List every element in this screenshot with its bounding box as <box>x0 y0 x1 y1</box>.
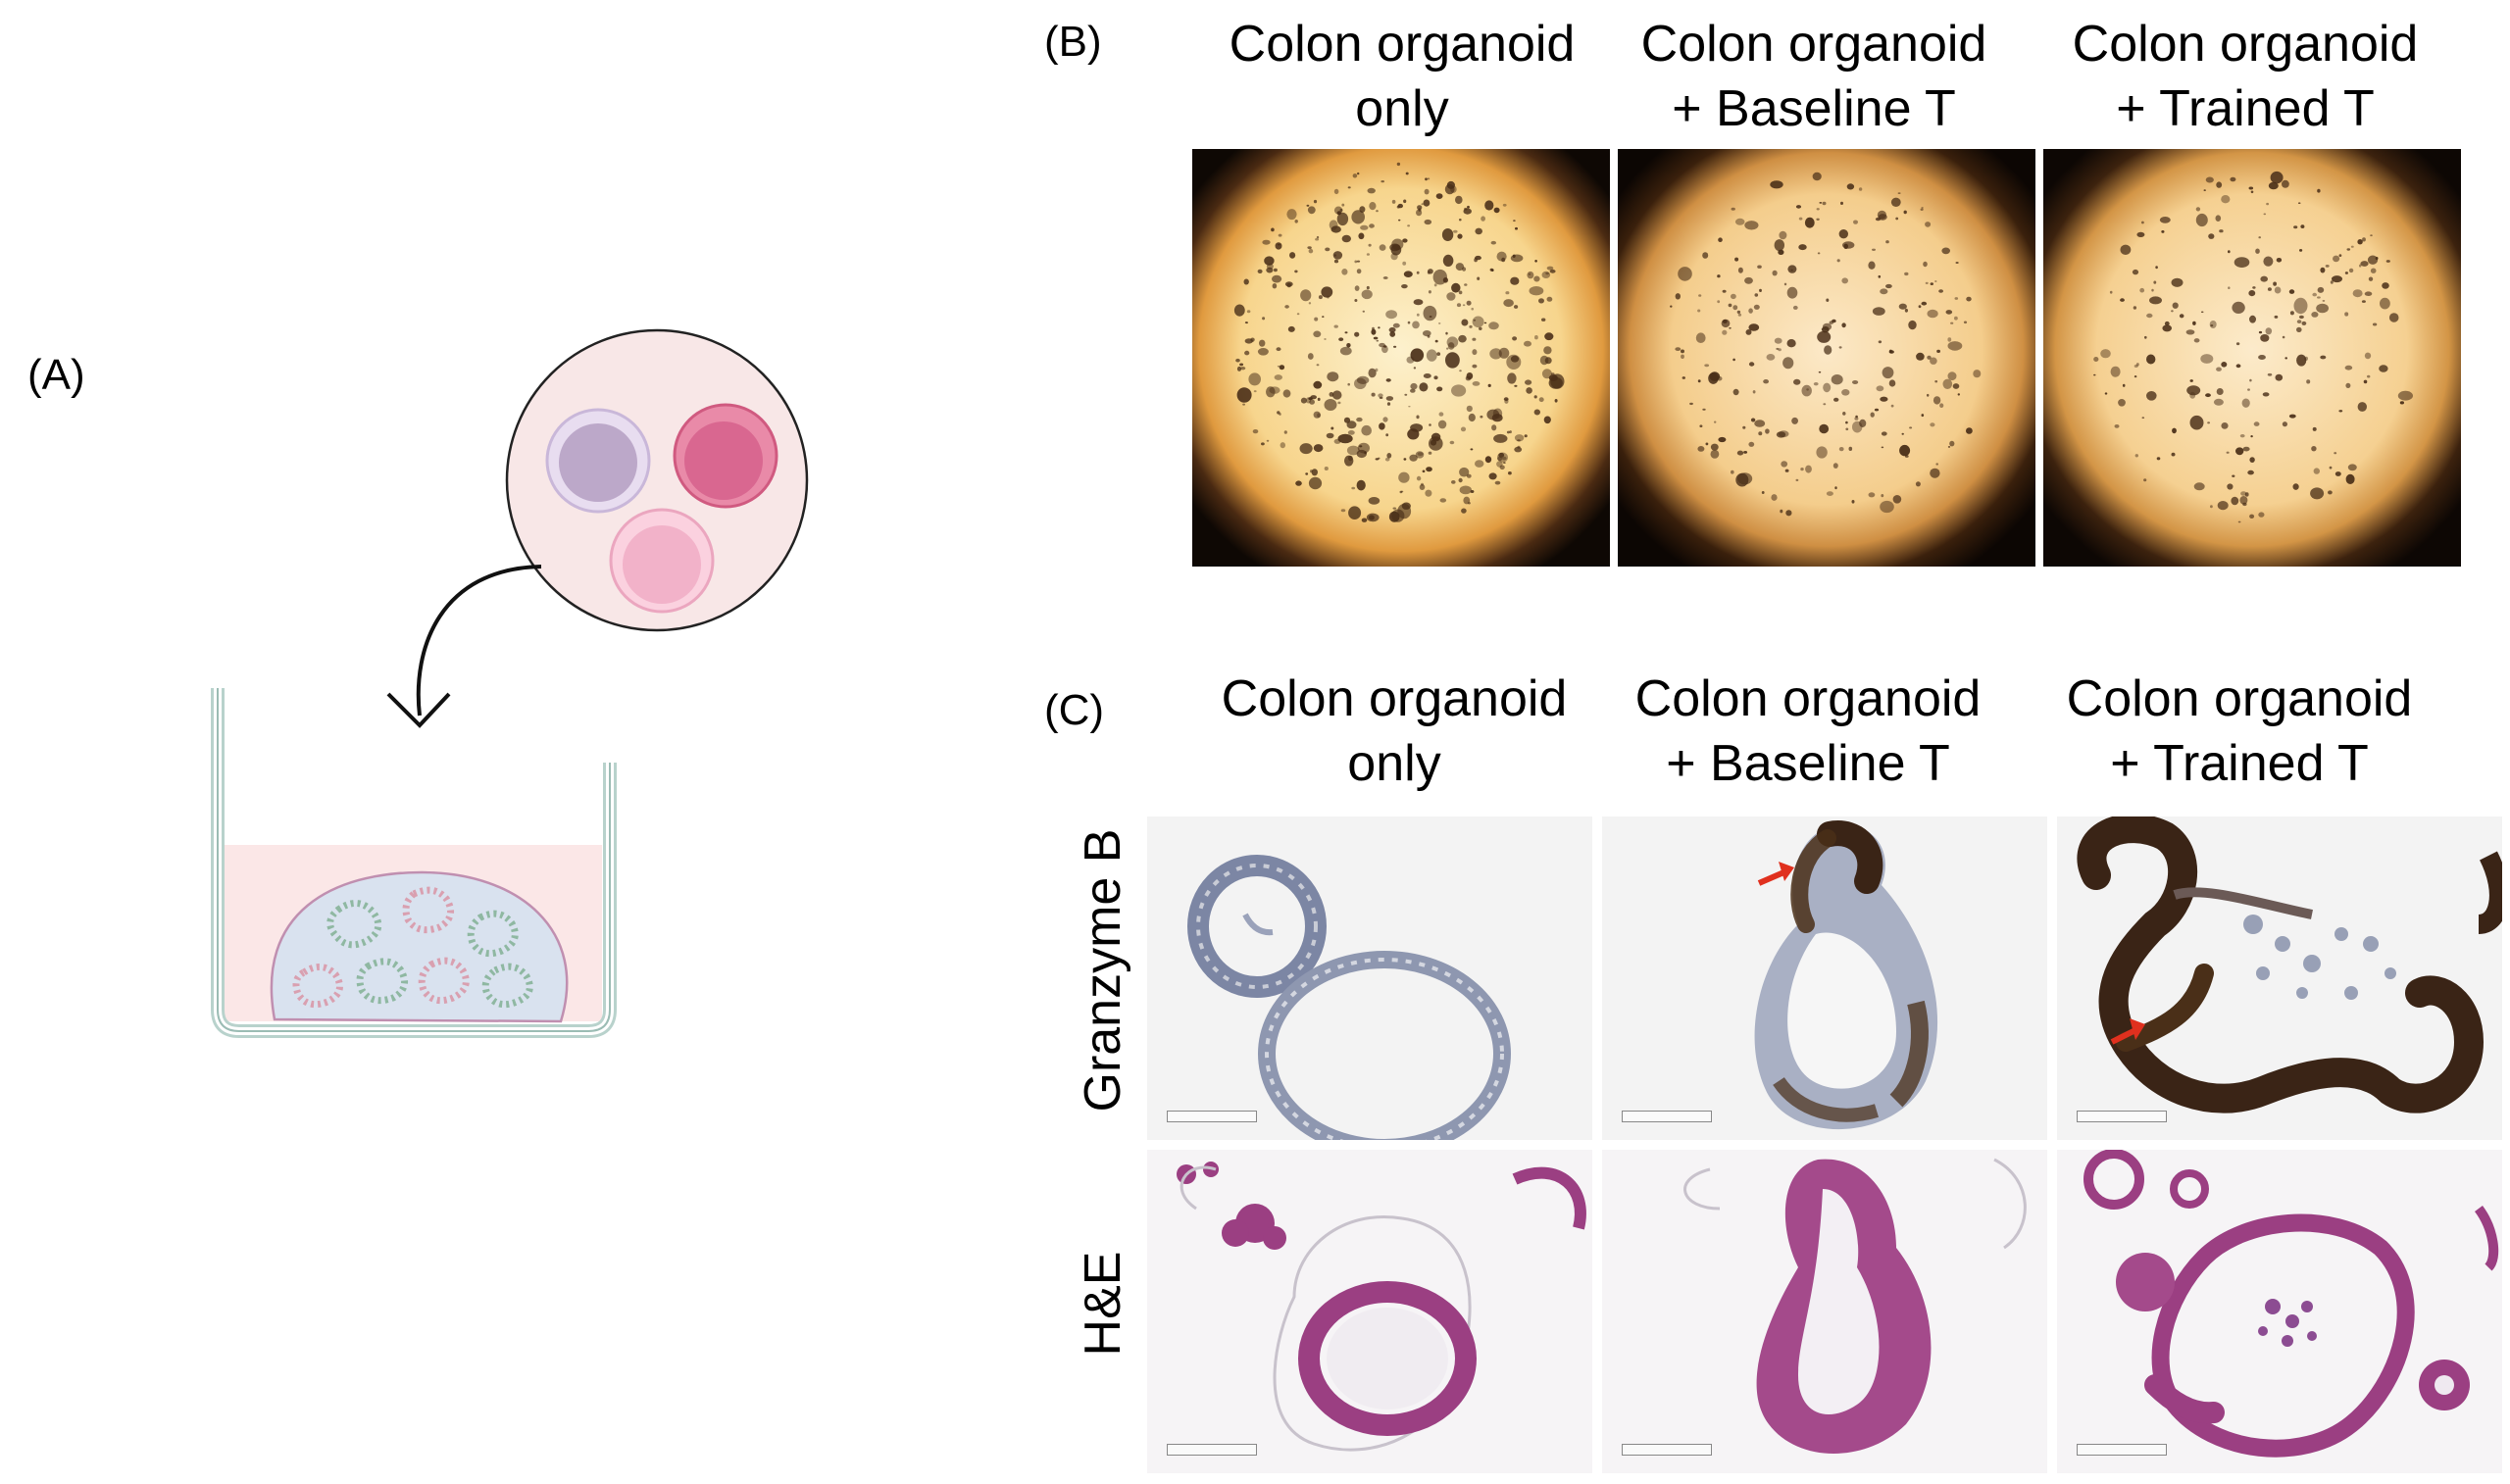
row-label-he: H&E <box>1075 1251 1131 1357</box>
panel-a-schematic <box>211 328 809 1038</box>
row-label-granzyme-b: Granzyme B <box>1075 828 1131 1113</box>
column-title-line1: Colon organoid <box>2066 670 2413 727</box>
organoid-speckles <box>2093 171 2413 523</box>
immune-cell-group <box>505 328 809 632</box>
panel-c-column-title-2: Colon organoid + Baseline T <box>1602 667 2014 796</box>
panel-a-label: (A) <box>27 351 85 399</box>
organoid-speckles <box>1670 172 1982 517</box>
panel-c-column-title-3: Colon organoid + Trained T <box>2033 667 2445 796</box>
scale-bar <box>1622 1444 1712 1456</box>
scale-bar <box>2077 1444 2167 1456</box>
ihc-granzyme-b-baseline-t <box>1602 816 2047 1140</box>
panel-c-label: (C) <box>1044 686 1105 734</box>
column-title-line2: + Trained T <box>2116 80 2375 137</box>
matrigel-dome <box>270 870 569 1023</box>
column-title-line2: only <box>1347 735 1441 792</box>
column-title-line2: only <box>1355 80 1449 137</box>
column-title-line2: + Baseline T <box>1672 80 1956 137</box>
he-stain-organoid-only <box>1147 1150 1592 1473</box>
column-title-line1: Colon organoid <box>1229 16 1576 73</box>
column-title-line1: Colon organoid <box>1634 670 1982 727</box>
column-title-line1: Colon organoid <box>1640 16 1987 73</box>
scale-bar <box>1622 1111 1712 1122</box>
panel-b-column-title-2: Colon organoid + Baseline T <box>1608 12 2020 141</box>
scale-bar <box>1167 1111 1257 1122</box>
ihc-granzyme-b-organoid-only <box>1147 816 1592 1140</box>
panel-c-column-title-1: Colon organoid only <box>1188 667 1600 796</box>
column-title-line1: Colon organoid <box>1221 670 1568 727</box>
panel-b-column-title-3: Colon organoid + Trained T <box>2039 12 2451 141</box>
brightfield-image-baseline-t <box>1618 149 2035 567</box>
panel-b-column-title-1: Colon organoid only <box>1196 12 1608 141</box>
panel-b-label: (B) <box>1044 18 1102 66</box>
column-title-line2: + Baseline T <box>1666 735 1950 792</box>
brightfield-image-organoid-only <box>1192 149 1610 567</box>
organoid-speckles <box>1233 162 1565 522</box>
ihc-granzyme-b-trained-t <box>2057 816 2502 1140</box>
column-title-line2: + Trained T <box>2110 735 2369 792</box>
brightfield-image-trained-t <box>2043 149 2461 567</box>
he-stain-trained-t <box>2057 1150 2502 1473</box>
red-cell-icon <box>673 403 778 509</box>
pink-cell-icon <box>609 508 715 614</box>
column-title-line1: Colon organoid <box>2072 16 2419 73</box>
curved-arrow-icon <box>386 565 542 728</box>
red-arrow-icon <box>2110 1018 2145 1045</box>
purple-cell-icon <box>545 408 651 514</box>
he-stain-baseline-t <box>1602 1150 2047 1473</box>
scale-bar <box>2077 1111 2167 1122</box>
scale-bar <box>1167 1444 1257 1456</box>
red-arrow-icon <box>1757 862 1794 886</box>
organoid-icon <box>292 886 533 1009</box>
